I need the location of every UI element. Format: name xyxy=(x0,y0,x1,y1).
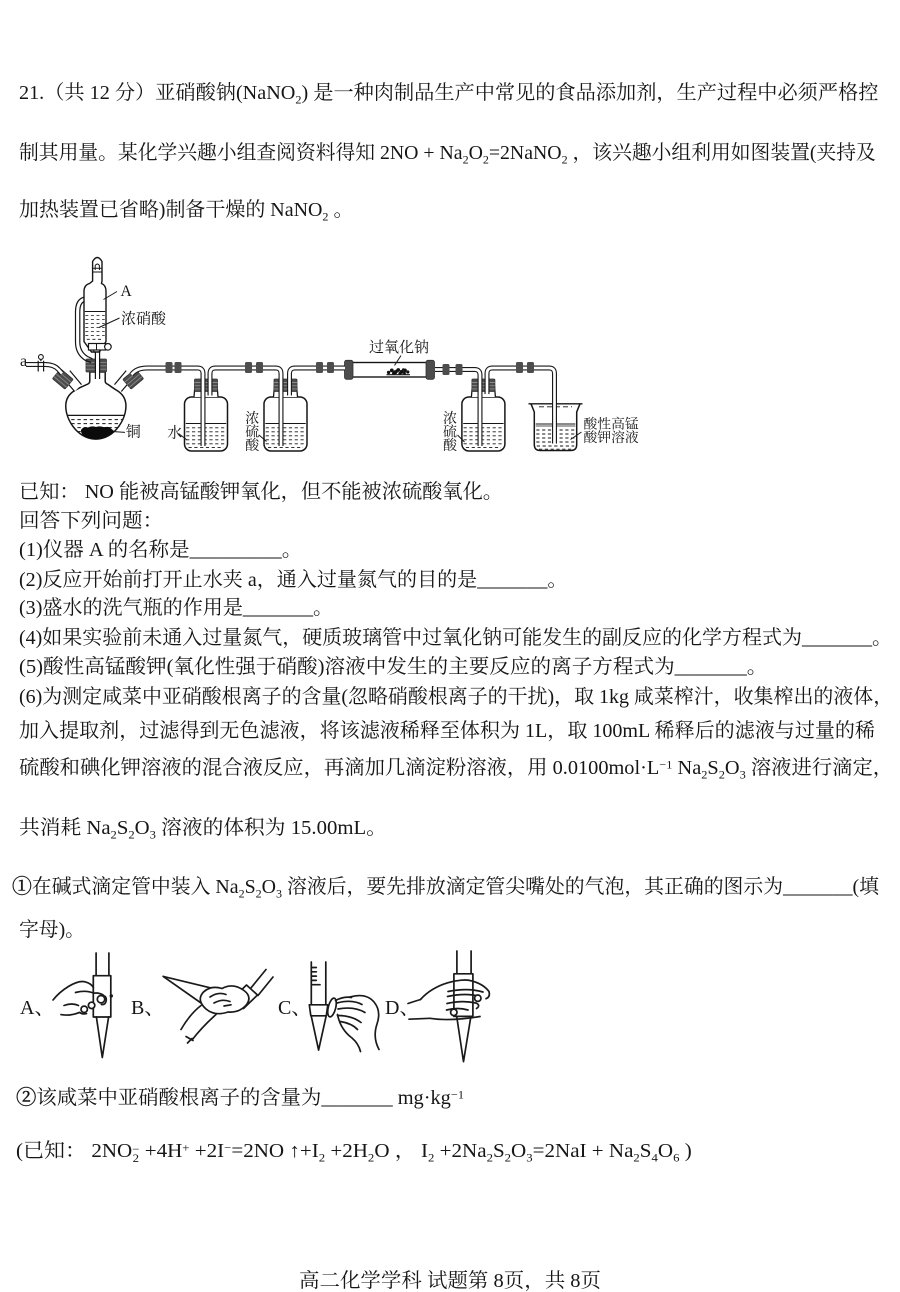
svg-text:硫: 硫 xyxy=(245,425,259,441)
svg-text:a: a xyxy=(20,353,27,370)
svg-text:酸性高锰: 酸性高锰 xyxy=(584,416,639,432)
svg-text:A: A xyxy=(121,283,133,300)
svg-text:浓: 浓 xyxy=(443,411,457,427)
svg-text:硫: 硫 xyxy=(443,425,457,441)
svg-text:水: 水 xyxy=(167,425,182,442)
svg-text:过氧化钠: 过氧化钠 xyxy=(369,338,429,356)
svg-text:酸钾溶液: 酸钾溶液 xyxy=(584,429,639,445)
svg-text:浓: 浓 xyxy=(245,411,259,427)
svg-text:浓硝酸: 浓硝酸 xyxy=(121,311,167,328)
svg-text:铜: 铜 xyxy=(126,424,141,441)
svg-text:酸: 酸 xyxy=(245,438,260,454)
svg-text:酸: 酸 xyxy=(443,438,458,454)
